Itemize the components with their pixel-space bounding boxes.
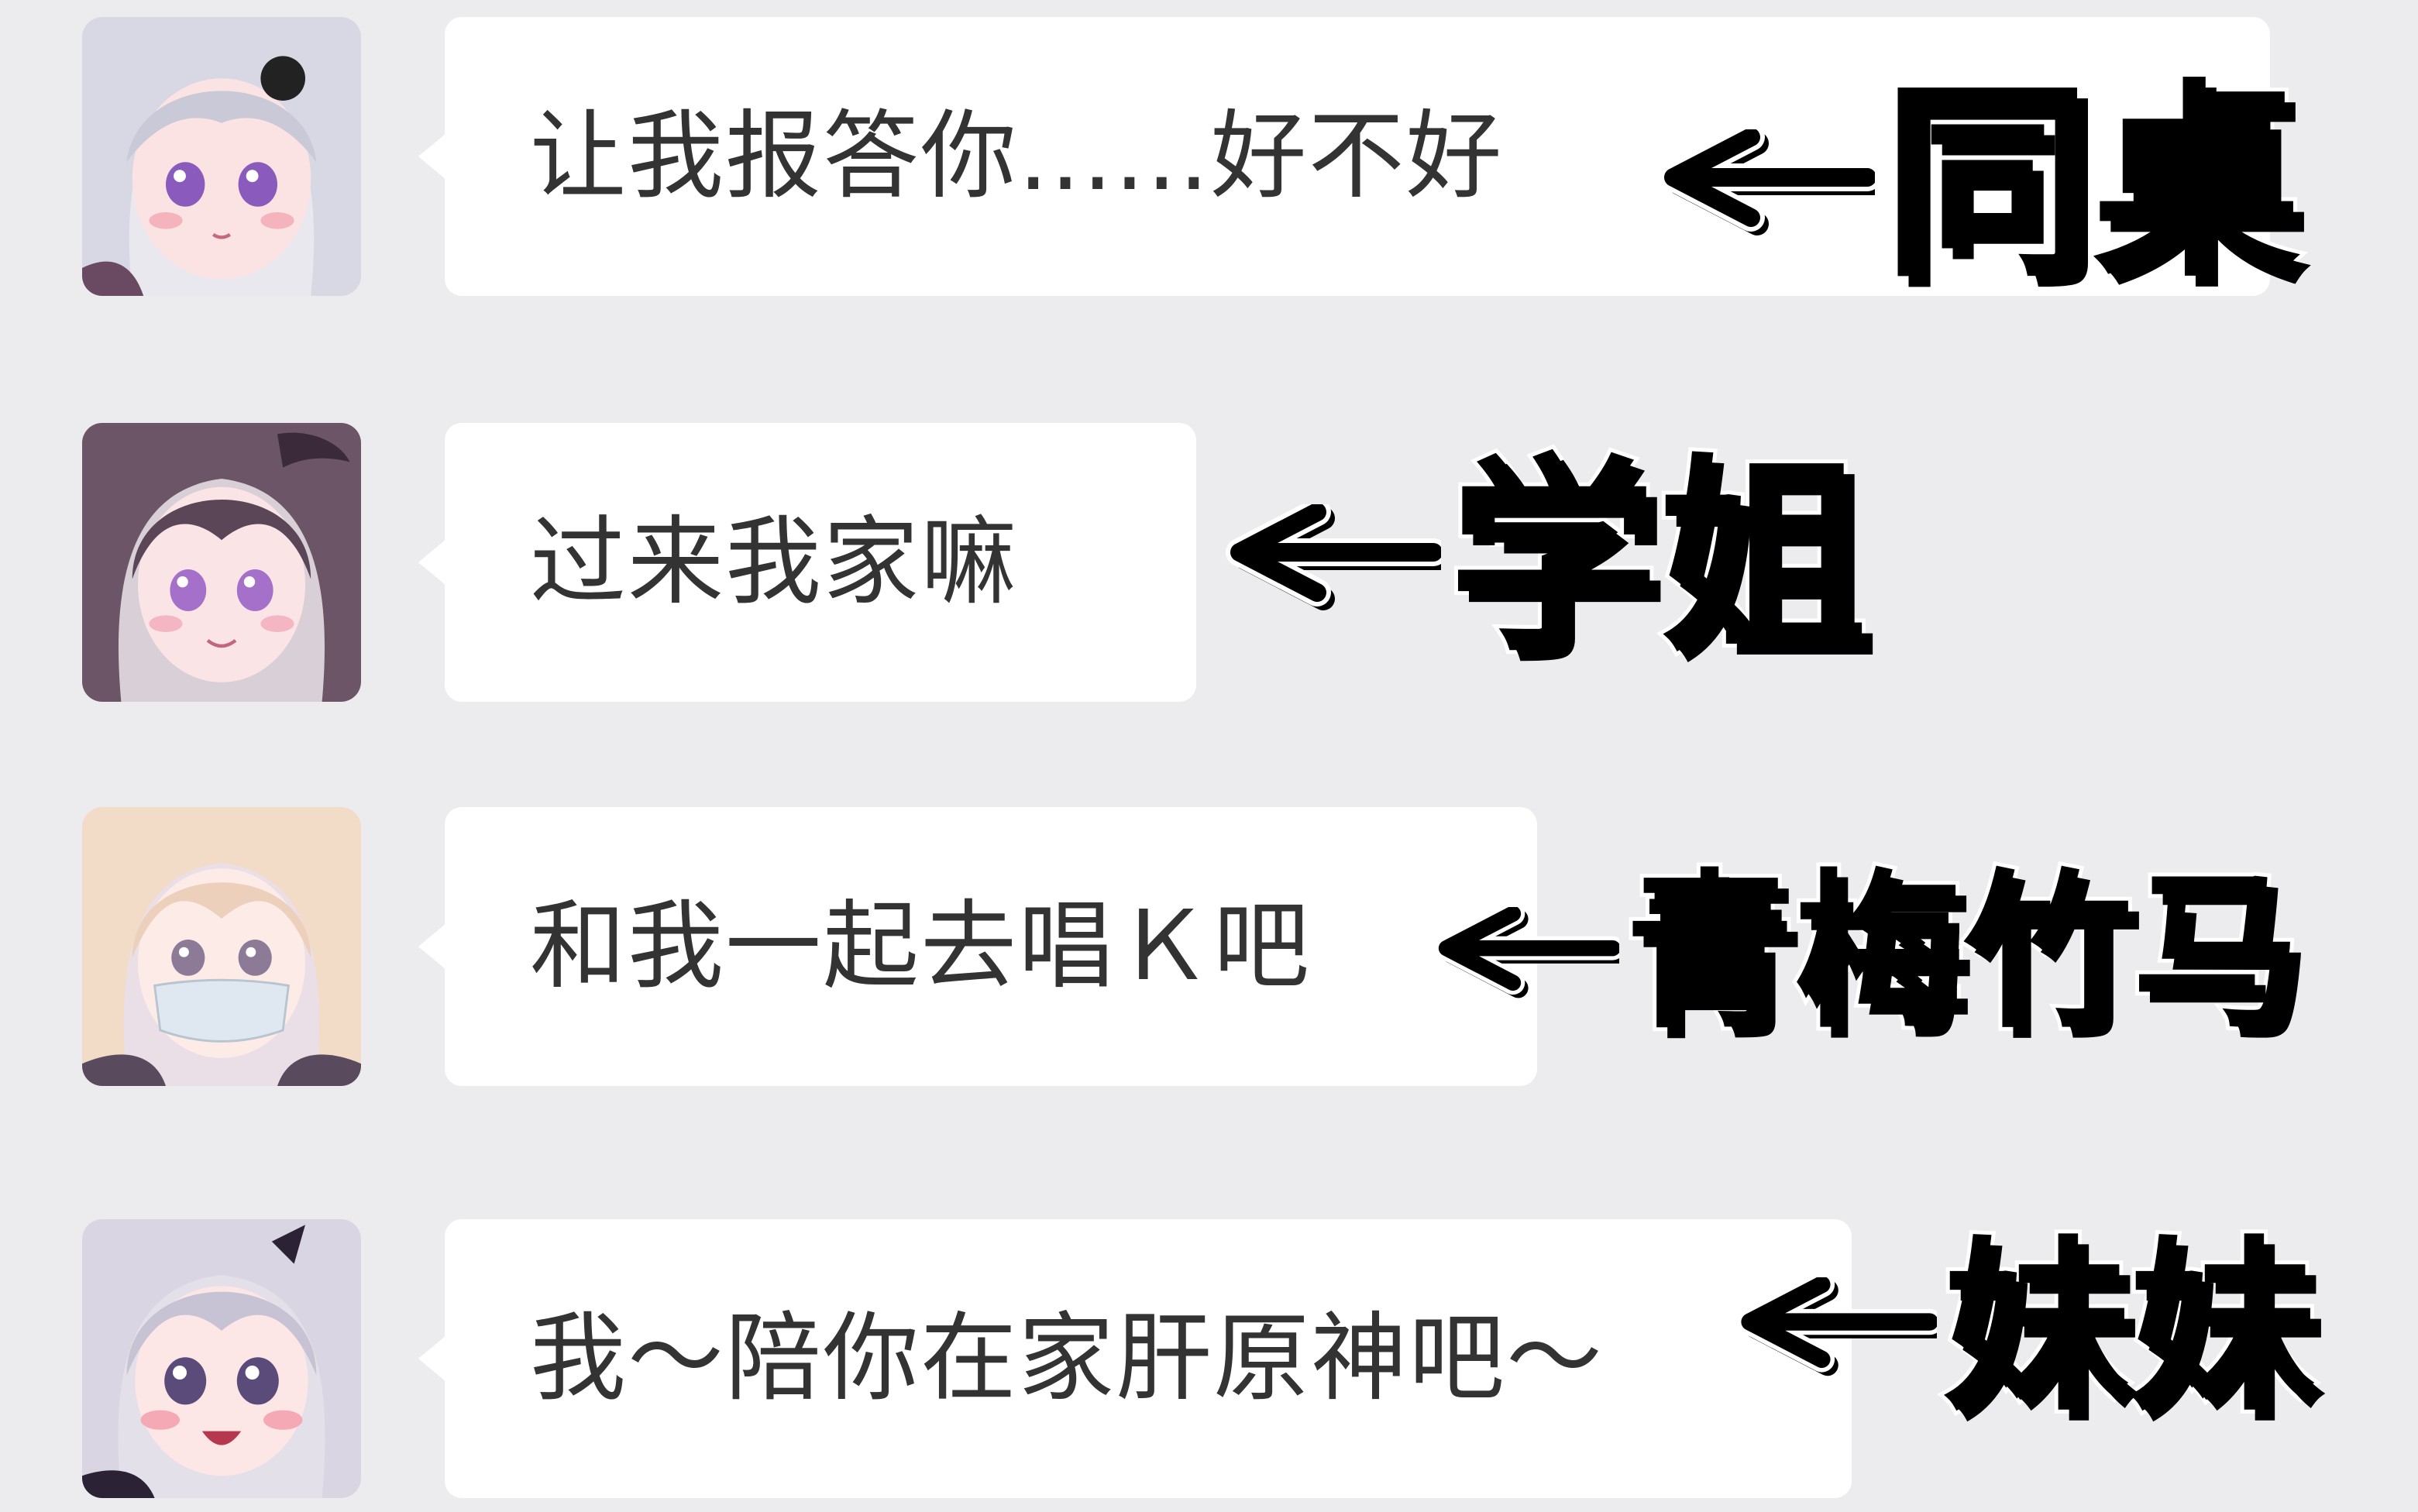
annotation: 妹妹 [1735,1219,2319,1436]
avatar-illustration [82,17,361,296]
left-arrow-icon [1736,1277,1937,1376]
left-arrow-icon [1434,907,1619,998]
avatar-illustration [82,807,361,1086]
annotation-label: 同桌 [1879,61,2305,305]
annotation-label: 青梅竹马 [1622,855,2305,1051]
avatar-illustration [82,423,361,702]
avatar[interactable] [82,807,361,1086]
avatar[interactable] [82,17,361,296]
message-text: 我～陪你在家肝原神吧～ [530,1303,1605,1414]
annotation: 学姐 [1224,436,1871,680]
chat-row: 和我一起去唱Ｋ吧 青梅竹马 [0,807,2418,1086]
message-text: 过来我家嘛 [530,507,1019,618]
avatar[interactable] [82,1219,361,1498]
message-text: 和我一起去唱Ｋ吧 [530,891,1312,1002]
annotation-label: 学姐 [1445,436,1871,680]
chat-row: 我～陪你在家肝原神吧～ 妹妹 [0,1219,2418,1498]
left-arrow-icon [1226,504,1441,610]
message-bubble[interactable]: 让我报答你......好不好 [418,17,2270,296]
message-bubble[interactable]: 我～陪你在家肝原神吧～ [418,1219,1852,1498]
annotation-label: 妹妹 [1939,1219,2319,1436]
avatar[interactable] [82,423,361,702]
message-bubble[interactable]: 过来我家嘛 [418,423,1196,702]
chat-row: 过来我家嘛 学姐 [0,423,2418,702]
avatar-illustration [82,1219,361,1498]
chat-row: 让我报答你......好不好 同桌 [0,17,2418,296]
left-arrow-icon [1660,129,1875,235]
message-text: 让我报答你......好不好 [530,101,1504,212]
annotation: 青梅竹马 [1433,855,2305,1051]
annotation: 同桌 [1658,61,2305,305]
message-bubble[interactable]: 和我一起去唱Ｋ吧 [418,807,1537,1086]
